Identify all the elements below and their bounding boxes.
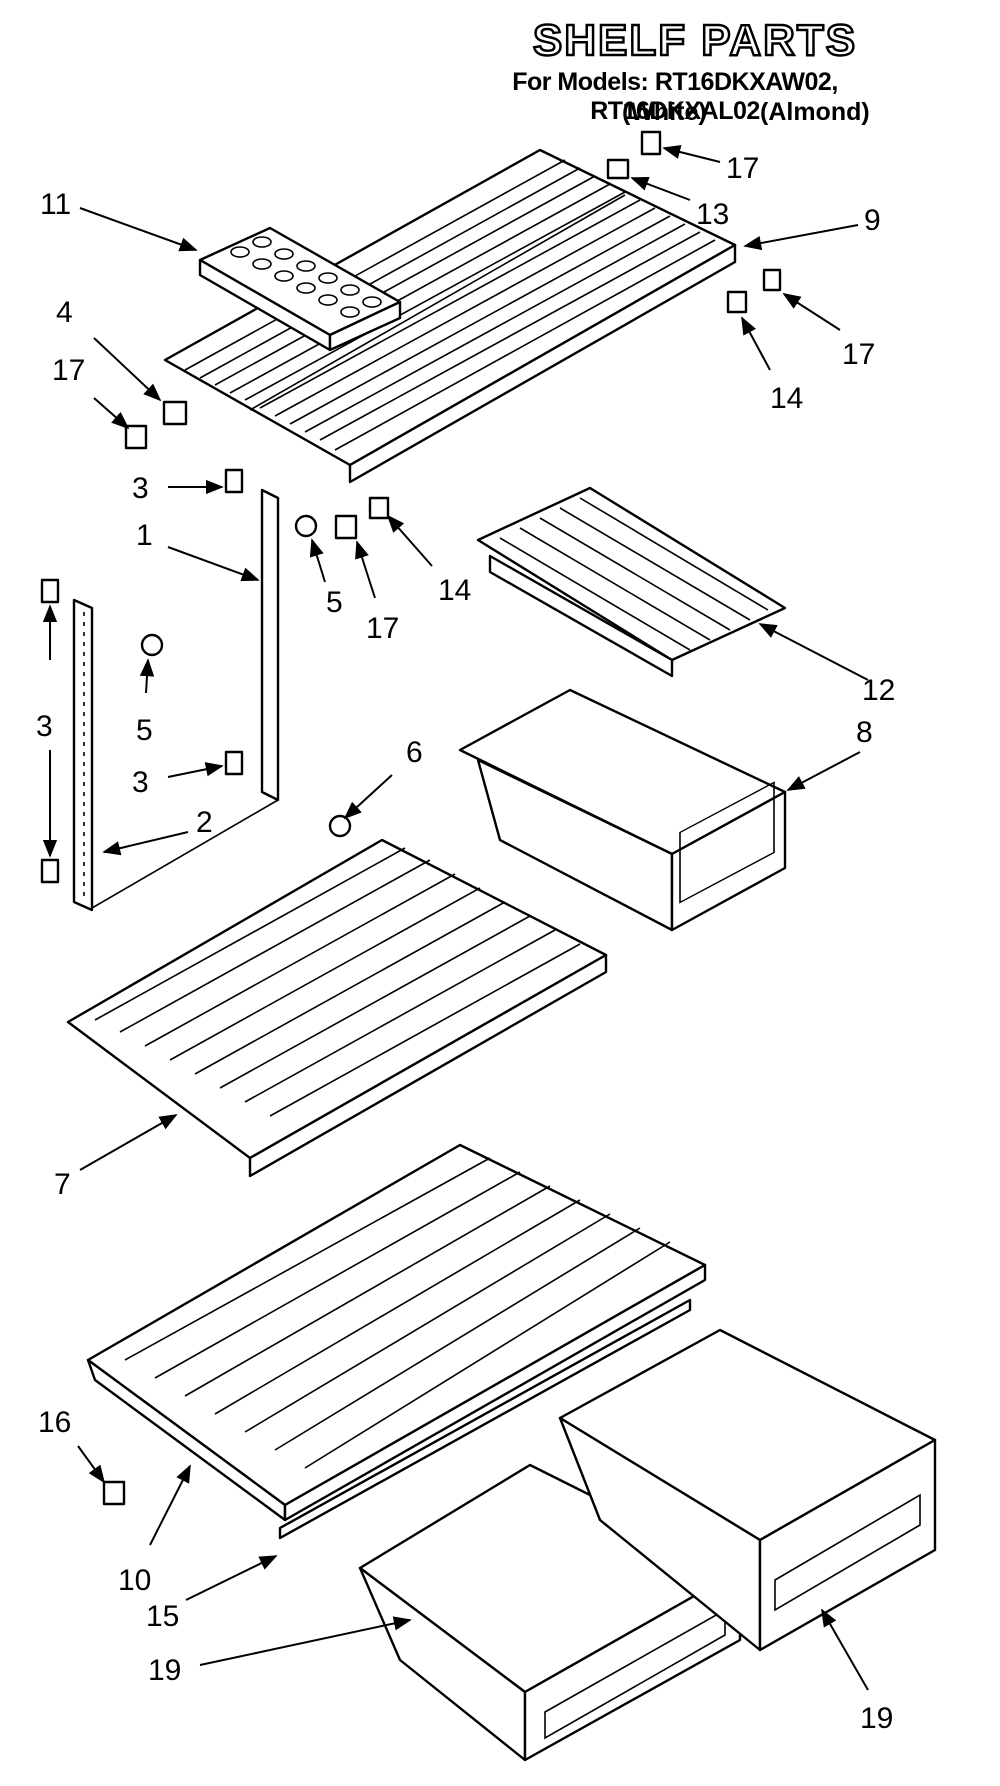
page-title: SHELF PARTS <box>532 15 858 67</box>
clip-part-17-left <box>124 424 148 450</box>
bracket-part-14-mid <box>368 496 390 520</box>
wire-shelf-top <box>163 148 737 484</box>
callout-5-mid: 5 <box>326 586 343 619</box>
bracket-part-4 <box>162 400 188 426</box>
model-numbers: For Models: RT16DKXAW02, RT16DKXAL02 <box>512 68 838 125</box>
callout-1: 1 <box>136 519 153 552</box>
callout-13: 13 <box>696 198 729 231</box>
callout-9: 9 <box>864 204 881 237</box>
callout-12: 12 <box>862 674 895 707</box>
cap-part-3-top <box>224 468 244 494</box>
clip-part-17-top <box>640 130 662 156</box>
cap-part-3-left-bottom <box>40 858 60 884</box>
cap-part-3-left-top <box>40 578 60 604</box>
callout-17-mid: 17 <box>366 612 399 645</box>
callout-3-left: 3 <box>36 710 53 743</box>
callout-5-left: 5 <box>136 714 153 747</box>
callout-19-left: 19 <box>148 1654 181 1687</box>
shelf-rail-right <box>260 488 280 802</box>
shelf-rail-left <box>72 598 94 912</box>
wire-shelf-large <box>66 838 608 1178</box>
callout-3-top: 3 <box>132 472 149 505</box>
callout-2: 2 <box>196 806 213 839</box>
bracket-part-13 <box>606 158 630 180</box>
cap-part-3-mid <box>224 750 244 776</box>
callout-3-mid: 3 <box>132 766 149 799</box>
bracket-part-14-right <box>726 290 748 314</box>
callout-17-left: 17 <box>52 354 85 387</box>
callout-6: 6 <box>406 736 423 769</box>
screw-part-5-mid <box>294 514 318 538</box>
screw-part-5-left <box>140 633 164 657</box>
crisper-cover <box>86 1143 707 1522</box>
title-block: SHELF PARTS For Models: RT16DKXAW02, RT1… <box>0 0 1000 140</box>
callout-15: 15 <box>146 1600 179 1633</box>
ice-tray <box>198 226 402 352</box>
callout-14-mid: 14 <box>438 574 471 607</box>
variant-white: (White) <box>622 98 707 126</box>
leader-arrows <box>42 144 869 1691</box>
variant-almond: (Almond) <box>760 98 870 126</box>
freezer-shelf-small <box>476 486 787 678</box>
callout-17-top: 17 <box>726 152 759 185</box>
clip-part-17-right <box>762 268 782 292</box>
freezer-pan <box>458 688 787 932</box>
callout-14-right: 14 <box>770 382 803 415</box>
callout-4: 4 <box>56 296 73 329</box>
cover-rail-part-15 <box>278 1298 692 1540</box>
crisper-drawer-right <box>558 1328 937 1652</box>
screw-part-6 <box>328 814 352 838</box>
callout-17-right: 17 <box>842 338 875 371</box>
callout-16: 16 <box>38 1406 71 1439</box>
callout-8: 8 <box>856 716 873 749</box>
callout-19-right: 19 <box>860 1702 893 1735</box>
callout-10: 10 <box>118 1564 151 1597</box>
crisper-drawer-left <box>358 1463 742 1762</box>
clip-part-17-mid <box>334 514 358 540</box>
clip-part-16 <box>102 1480 126 1506</box>
callout-11: 11 <box>40 188 71 221</box>
callout-7: 7 <box>54 1168 71 1201</box>
